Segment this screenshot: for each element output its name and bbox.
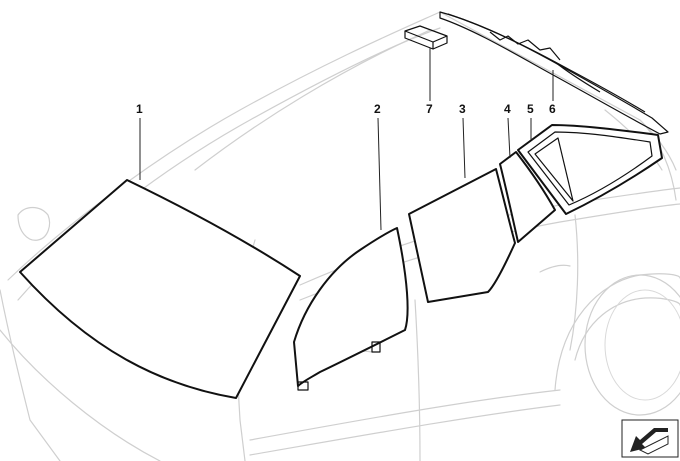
- arrow-down-left-icon: [630, 428, 669, 455]
- adhesive-pad: [404, 25, 448, 50]
- rear-side-window-glass: [517, 124, 663, 215]
- roof-trim-strip: [439, 11, 669, 135]
- callout-5: 5: [527, 102, 534, 116]
- leader-lines: [139, 48, 554, 231]
- callout-3: 3: [459, 102, 466, 116]
- callout-4: 4: [504, 102, 511, 116]
- front-door-glass: [293, 227, 409, 391]
- rear-door-glass: [408, 168, 516, 303]
- callout-labels: 1 2 3 4 5 6 7: [136, 102, 556, 116]
- rear-door-fixed-glass: [499, 151, 556, 243]
- callout-1: 1: [136, 102, 143, 116]
- callout-6: 6: [549, 102, 556, 116]
- callout-7: 7: [426, 102, 433, 116]
- callout-2: 2: [374, 102, 381, 116]
- navigation-button[interactable]: [621, 419, 679, 458]
- windscreen-glass: [19, 179, 301, 399]
